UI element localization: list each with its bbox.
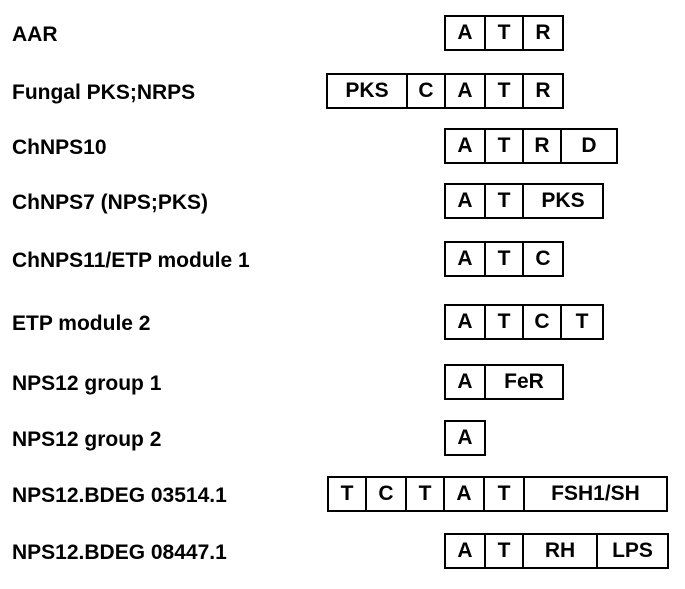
domain-box: FSH1/SH (551, 482, 640, 505)
domain-box: A (446, 366, 486, 398)
row-label: NPS12.BDEG 08447.1 (12, 541, 227, 564)
domain-box: T (486, 17, 524, 49)
domain-box: A (446, 17, 486, 49)
row-label: ETP module 2 (12, 312, 151, 335)
domain-row: ETP module 2 A T C T (0, 304, 685, 344)
domain-box: C (367, 478, 407, 510)
domain-box: T (486, 535, 524, 567)
domain-box: R (524, 130, 562, 162)
domain-box: A (446, 130, 486, 162)
domain-box: R (535, 79, 551, 102)
domain-box: PKS (328, 75, 408, 107)
domain-track: A T R D (444, 128, 618, 164)
row-label: Fungal PKS;NRPS (12, 81, 196, 104)
domain-box: T (485, 478, 525, 510)
domain-row: NPS12 group 1 A FeR (0, 364, 685, 404)
row-label: NPS12.BDEG 03514.1 (12, 484, 227, 507)
domain-box: R (535, 21, 551, 44)
domain-box: T (329, 478, 367, 510)
domain-row: NPS12.BDEG 08447.1 A T RH LPS (0, 533, 685, 573)
row-label: ChNPS11/ETP module 1 (12, 249, 250, 272)
domain-box: T (486, 130, 524, 162)
domain-box: T (486, 306, 524, 338)
domain-track: A T PKS (444, 183, 604, 219)
domain-row: AAR A T R (0, 15, 685, 55)
domain-box: A (446, 535, 486, 567)
domain-box: A (446, 306, 486, 338)
domain-box: PKS (541, 189, 585, 212)
domain-box: T (486, 243, 524, 275)
domain-track: A (444, 420, 486, 456)
domain-box: T (407, 478, 445, 510)
domain-box: A (457, 426, 473, 449)
domain-track: A T R (444, 15, 564, 51)
domain-row: ChNPS10 A T R D (0, 128, 685, 168)
domain-track: A FeR (444, 364, 564, 400)
domain-box: D (581, 134, 597, 157)
domain-row: ChNPS11/ETP module 1 A T C (0, 241, 685, 281)
row-label: ChNPS10 (12, 136, 107, 159)
domain-row: Fungal PKS;NRPS PKS C A T R (0, 73, 685, 113)
domain-track: T C T A T FSH1/SH (327, 476, 668, 512)
domain-row: NPS12 group 2 A (0, 420, 685, 460)
domain-box: C (408, 75, 446, 107)
domain-track: A T C T (444, 304, 604, 340)
domain-box: A (446, 185, 486, 217)
domain-box: LPS (612, 539, 653, 562)
domain-box: C (524, 306, 562, 338)
domain-track: PKS C A T R (326, 73, 564, 109)
domain-box: A (445, 478, 485, 510)
row-label: AAR (12, 23, 58, 46)
domain-box: T (486, 75, 524, 107)
domain-track: A T RH LPS (444, 533, 669, 569)
domain-box: T (486, 185, 524, 217)
domain-box: T (575, 310, 589, 333)
domain-box: C (535, 247, 551, 270)
domain-row: NPS12.BDEG 03514.1 T C T A T FSH1/SH (0, 476, 685, 516)
domain-box: A (446, 243, 486, 275)
domain-box: RH (524, 535, 598, 567)
row-label: ChNPS7 (NPS;PKS) (12, 191, 209, 214)
domain-row: ChNPS7 (NPS;PKS) A T PKS (0, 183, 685, 223)
domain-box: FeR (504, 370, 544, 393)
row-label: NPS12 group 2 (12, 428, 162, 451)
domain-box: A (446, 75, 486, 107)
row-label: NPS12 group 1 (12, 372, 162, 395)
domain-track: A T C (444, 241, 564, 277)
